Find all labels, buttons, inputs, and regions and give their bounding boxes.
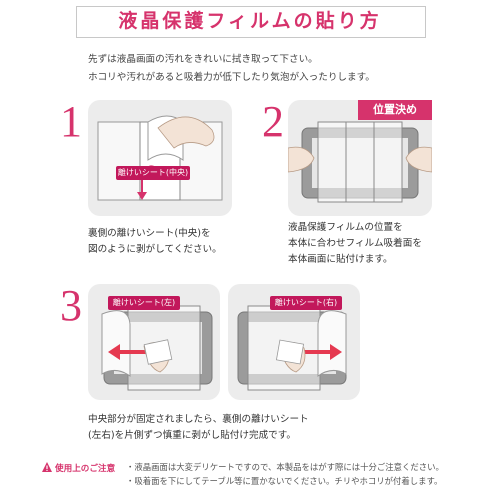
step-2-caption: 液晶保護フィルムの位置を 本体に合わせフィルム吸着面を 本体画面に貼付けます。	[288, 220, 422, 268]
caption-line: 本体に合わせフィルム吸着面を	[288, 238, 422, 249]
step-3-left-drawing	[101, 305, 213, 391]
intro-line: ホコリや汚れがあると吸着力が低下したり気泡が入ったりします。	[88, 72, 375, 83]
step-2-drawing	[288, 121, 432, 203]
step-3-right-sheet-label: 離けいシート(右)	[270, 296, 342, 310]
step-1-number: 1	[60, 97, 82, 146]
step-1-illustration	[88, 100, 232, 216]
step-2-number: 2	[262, 97, 284, 146]
notice-line: ・液晶画面は大変デリケートですので、本製品をはがす際には十分ご注意ください。	[126, 462, 444, 472]
notice-text: ・液晶画面は大変デリケートですので、本製品をはがす際には十分ご注意ください。 ・…	[126, 460, 444, 488]
step-1-sheet-label: 離けいシート(中央)	[116, 166, 190, 180]
notice-label: 使用上のご注意	[55, 464, 116, 474]
intro-line: 先ずは液晶画面の汚れをきれいに拭き取って下さい。	[88, 54, 318, 65]
page-title: 液晶保護フィルムの貼り方	[118, 10, 382, 32]
intro-text: 先ずは液晶画面の汚れをきれいに拭き取って下さい。 ホコリや汚れがあると吸着力が低…	[88, 51, 375, 87]
step-3-right-drawing	[237, 305, 347, 391]
step-3-caption: 中央部分が固定されましたら、裏側の離けいシート (左右)を片側ずつ慎重に剥がし貼…	[88, 412, 309, 444]
step-3-number: 3	[60, 281, 82, 330]
caption-line: 本体画面に貼付けます。	[288, 254, 393, 265]
caption-line: 中央部分が固定されましたら、裏側の離けいシート	[88, 414, 309, 425]
step-1-caption: 裏側の離けいシート(中央)を 図のように剥がしてください。	[88, 226, 222, 258]
caption-line: 液晶保護フィルムの位置を	[288, 222, 403, 233]
caption-line: 裏側の離けいシート(中央)を	[88, 228, 211, 239]
notice-line: ・吸着面を下にしてテーブル等に置かないでください。チリやホコリが付着します。	[126, 476, 443, 486]
warning-icon	[42, 462, 52, 472]
step-3-left-sheet-label: 離けいシート(左)	[108, 296, 180, 310]
step-2-position-tag: 位置決め	[358, 100, 432, 120]
title-frame	[76, 6, 426, 38]
caption-line: (左右)を片側ずつ慎重に剥がし貼付け完成です。	[88, 430, 296, 441]
caption-line: 図のように剥がしてください。	[88, 244, 222, 255]
step-1-drawing	[97, 115, 223, 201]
